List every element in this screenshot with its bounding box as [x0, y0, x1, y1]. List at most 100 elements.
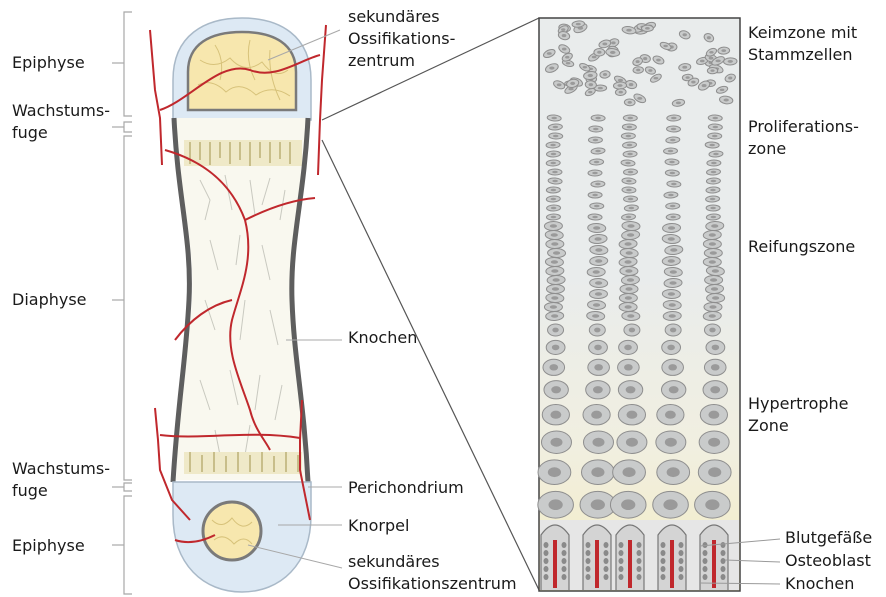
label-keimzone: Keimzone mitStammzellen: [748, 22, 857, 66]
cell-nucleus: [668, 194, 674, 196]
osteoblast: [544, 542, 549, 548]
osteoblast: [544, 550, 549, 556]
cell-nucleus: [629, 328, 635, 333]
label-blutgefaesse: Blutgefäße: [785, 527, 872, 549]
cell-nucleus: [547, 52, 552, 55]
osteoblast: [679, 558, 684, 564]
osteoblast: [586, 542, 591, 548]
cell-nucleus: [700, 60, 705, 63]
cell-nucleus: [728, 77, 732, 80]
cell-nucleus: [593, 270, 600, 274]
cell-nucleus: [671, 183, 677, 185]
cell-nucleus: [552, 328, 558, 333]
cell-nucleus: [709, 242, 716, 246]
cell-nucleus: [592, 194, 598, 196]
cell-nucleus: [668, 364, 677, 370]
left-brackets: [112, 12, 132, 594]
cell-nucleus: [588, 91, 592, 93]
cell-nucleus: [551, 296, 558, 300]
cell-nucleus: [553, 278, 560, 282]
cell-nucleus: [710, 278, 717, 282]
osteoblast: [637, 542, 642, 548]
cell-nucleus: [728, 60, 733, 63]
osteoblast: [703, 574, 708, 580]
cell-nucleus: [594, 364, 603, 370]
osteoblast: [562, 542, 567, 548]
cell-nucleus: [626, 438, 638, 447]
cell-nucleus: [625, 305, 632, 309]
cell-nucleus: [562, 34, 567, 37]
cell-nucleus: [550, 411, 561, 419]
cell-nucleus: [602, 42, 607, 45]
cell-nucleus: [625, 269, 632, 273]
cell-nucleus: [548, 467, 561, 477]
osteoblast: [562, 558, 567, 564]
osteoblast: [703, 558, 708, 564]
label-reifungszone: Reifungszone: [748, 236, 855, 258]
cell-nucleus: [669, 303, 676, 307]
cell-nucleus: [713, 126, 719, 128]
cell-nucleus: [668, 259, 675, 263]
cell-nucleus: [670, 270, 677, 274]
cell-nucleus: [551, 216, 557, 218]
osteoblast: [637, 558, 642, 564]
osteoblast: [619, 542, 624, 548]
cell-nucleus: [627, 314, 634, 318]
cell-nucleus: [626, 411, 637, 419]
osteoblast: [586, 574, 591, 580]
cell-nucleus: [551, 314, 558, 318]
label-proliferationszone: Proliferations-zone: [748, 116, 859, 160]
cell-nucleus: [645, 27, 650, 30]
cell-nucleus: [676, 102, 681, 105]
cell-nucleus: [595, 183, 601, 185]
label-perichondrium: Perichondrium: [348, 477, 464, 499]
cell-nucleus: [705, 499, 719, 510]
cell-nucleus: [625, 162, 631, 164]
cell-nucleus: [656, 59, 661, 62]
osteoblast: [619, 550, 624, 556]
label-knochen-detail: Knochen: [785, 573, 854, 595]
cell-nucleus: [626, 135, 632, 137]
cell-nucleus: [712, 117, 718, 119]
cell-nucleus: [670, 139, 676, 141]
cell-nucleus: [709, 260, 716, 264]
cell-nucleus: [711, 162, 717, 164]
osteoblast: [679, 566, 684, 572]
cell-nucleus: [552, 171, 558, 173]
osteoblast: [544, 558, 549, 564]
osteoblast: [637, 550, 642, 556]
cell-nucleus: [595, 292, 602, 296]
cell-nucleus: [550, 305, 557, 309]
cell-nucleus: [667, 467, 680, 477]
cell-nucleus: [709, 51, 713, 54]
cell-nucleus: [710, 189, 716, 191]
cell-nucleus: [670, 216, 676, 218]
cell-nucleus: [594, 237, 601, 241]
cell-nucleus: [593, 139, 599, 141]
cell-nucleus: [711, 216, 717, 218]
cell-nucleus: [594, 205, 600, 207]
cell-nucleus: [591, 411, 602, 419]
cell-nucleus: [627, 233, 634, 237]
cell-nucleus: [669, 386, 679, 393]
osteoblast: [604, 558, 609, 564]
cell-nucleus: [707, 36, 711, 39]
cell-nucleus: [551, 153, 557, 155]
cell-nucleus: [711, 171, 717, 173]
cell-nucleus: [603, 73, 607, 76]
cell-nucleus: [683, 33, 687, 36]
osteoblast: [661, 558, 666, 564]
cell-nucleus: [710, 386, 720, 393]
cell-nucleus: [595, 117, 601, 119]
osteoblast: [721, 558, 726, 564]
label-sek-ossifikation-top: sekundäresOssifikations-zentrum: [348, 6, 455, 72]
cell-nucleus: [551, 233, 558, 237]
cell-nucleus: [691, 81, 695, 84]
cell-nucleus: [552, 287, 559, 291]
osteoblast: [604, 574, 609, 580]
osteoblast: [562, 550, 567, 556]
cell-nucleus: [710, 251, 717, 255]
cell-nucleus: [710, 198, 716, 200]
cell-nucleus: [551, 189, 557, 191]
osteoblast: [562, 574, 567, 580]
